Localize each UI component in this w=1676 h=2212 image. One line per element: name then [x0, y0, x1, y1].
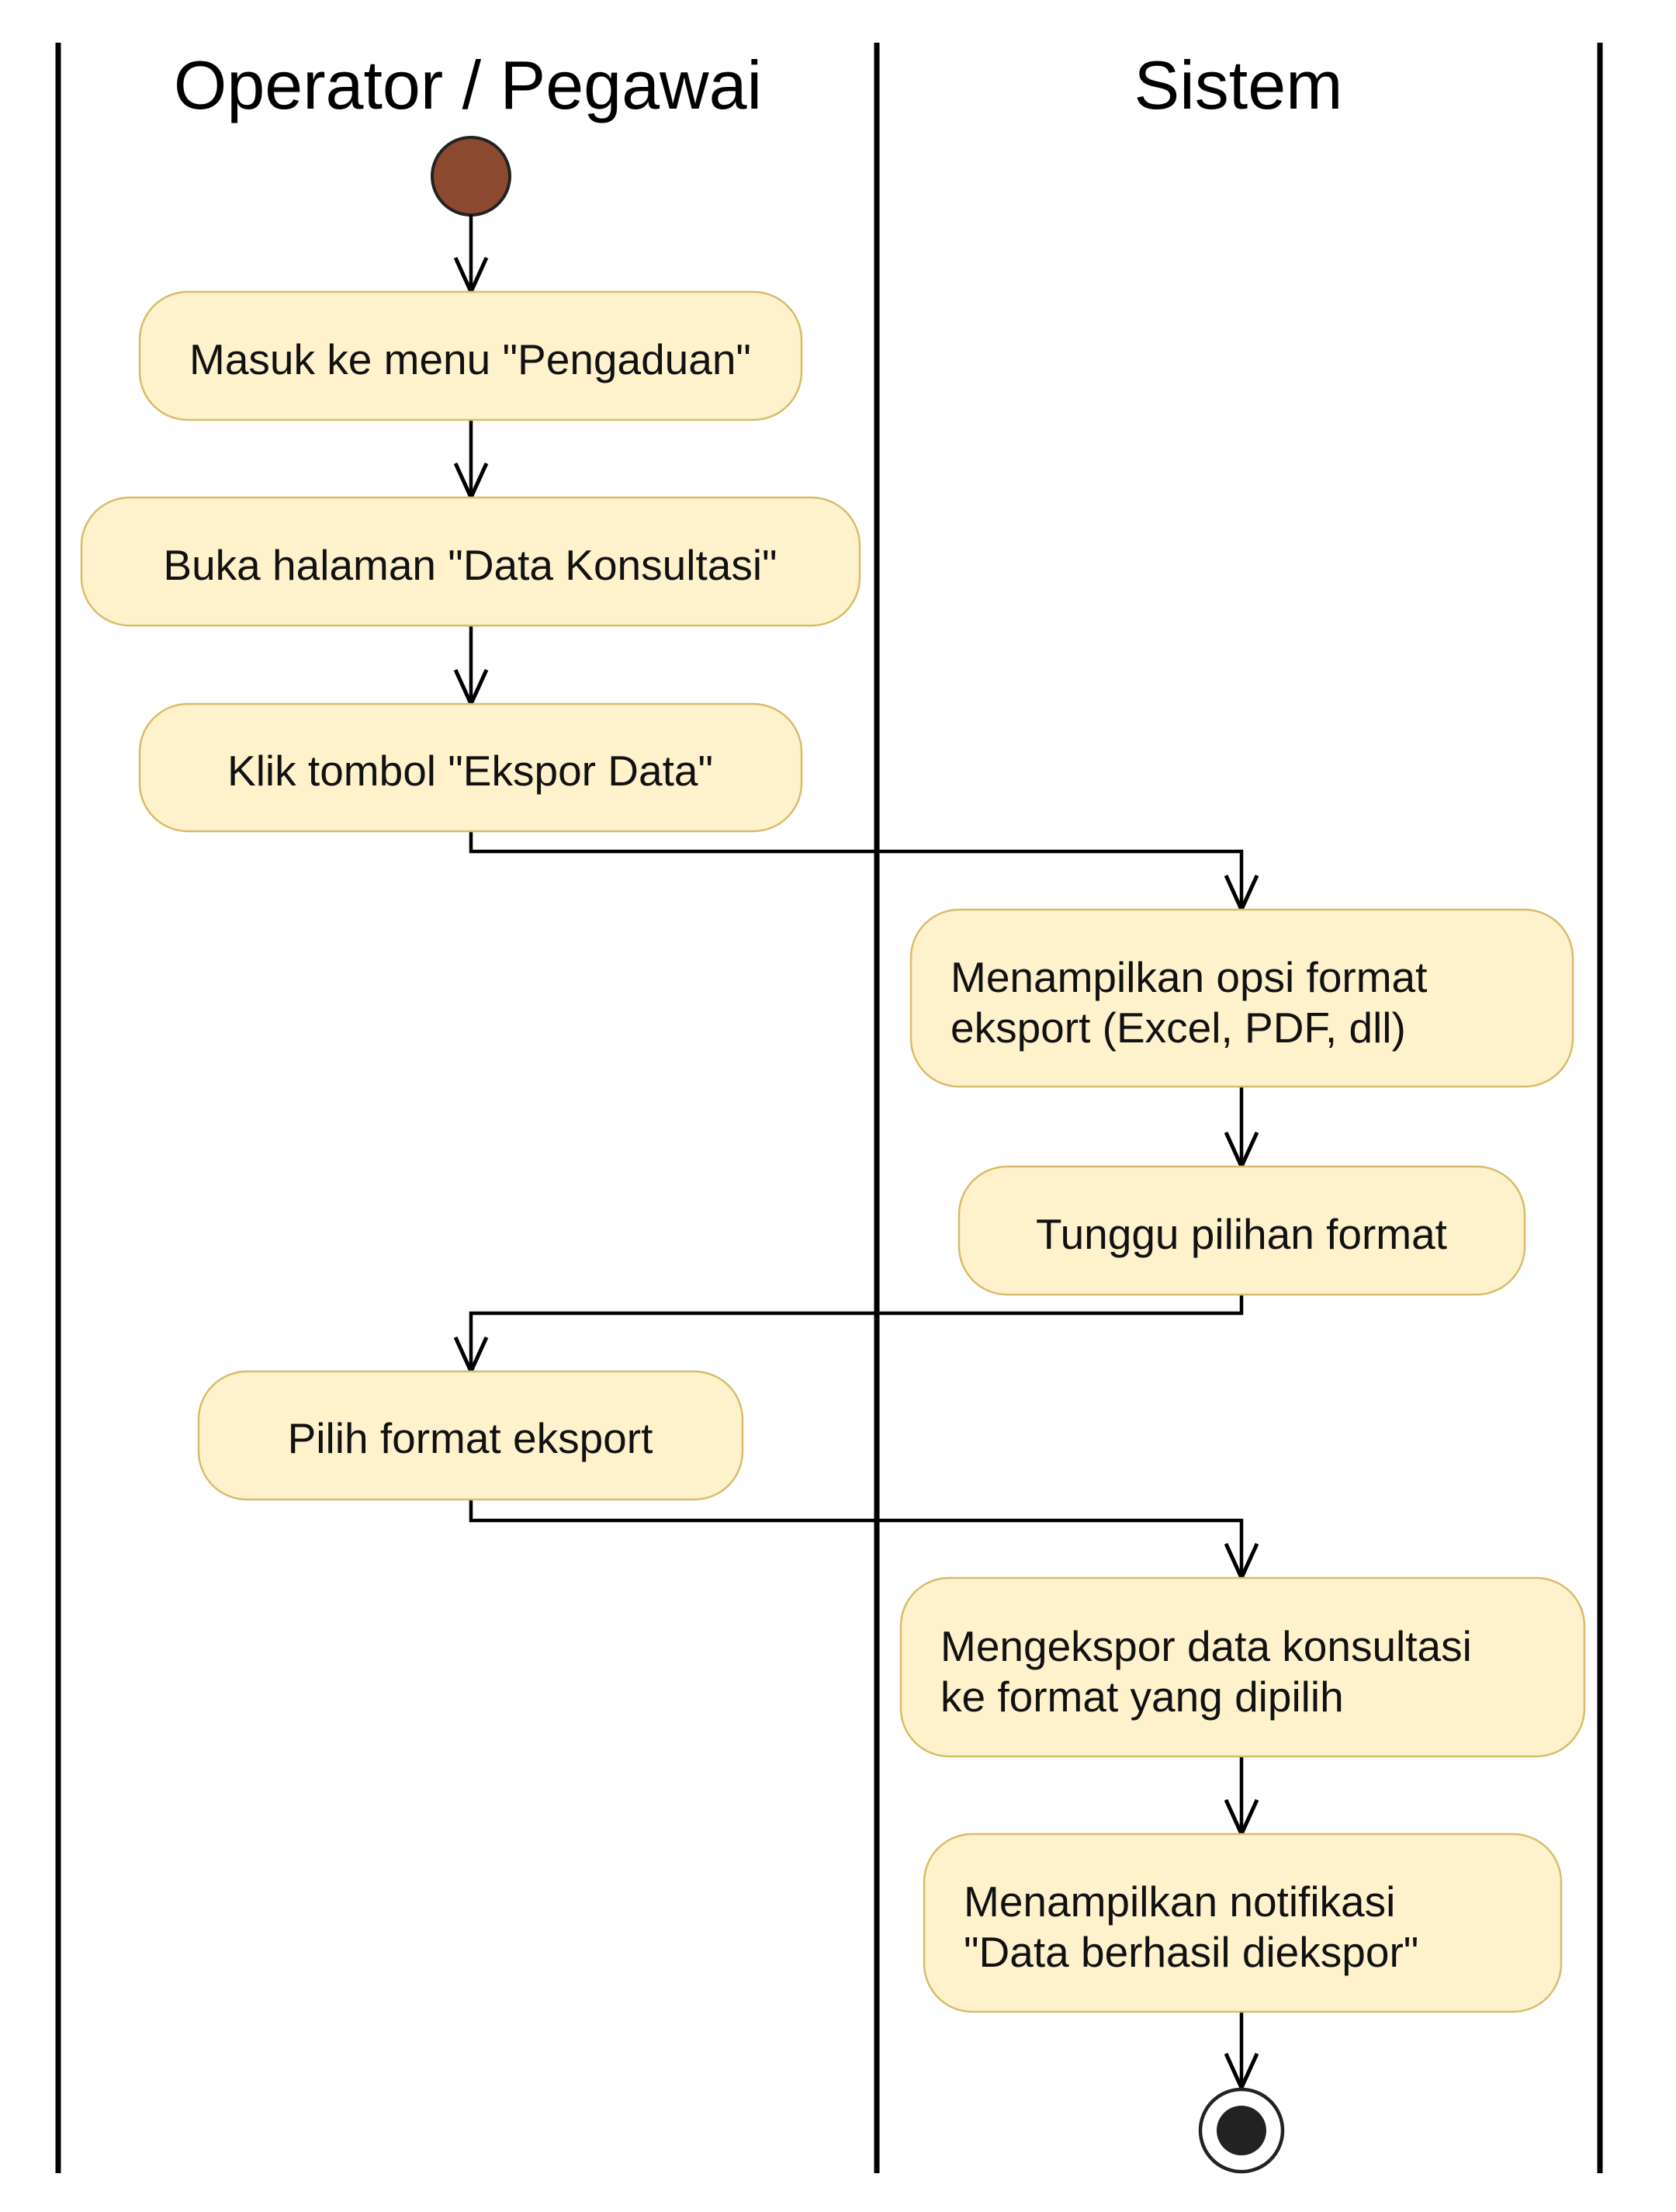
flow-a8-to-end: [1224, 2012, 1259, 2093]
activity-menampilkan-notifikasi: Menampilkan notifikasi "Data berhasil di…: [923, 1832, 1563, 2013]
activity-label: Masuk ke menu "Pengaduan": [189, 335, 751, 383]
activity-label: Tunggu pilihan format: [1036, 1210, 1447, 1258]
flow-a3-to-a4: [469, 831, 1259, 915]
activity-klik-tombol-ekspor-data: Klik tombol "Ekspor Data": [138, 702, 803, 833]
flow-a5-to-a6: [453, 1295, 1244, 1377]
lane-title-system: Sistem: [1134, 47, 1343, 123]
activity-pilih-format-eksport: Pilih format eksport: [197, 1370, 744, 1501]
lane-title-operator: Operator / Pegawai: [174, 47, 762, 123]
flow-a2-to-a3: [453, 626, 489, 709]
flow-a4-to-a5: [1224, 1087, 1259, 1172]
activity-label-line2: "Data berhasil diekspor": [964, 1928, 1418, 1976]
activity-label-line1: Menampilkan opsi format: [951, 953, 1427, 1001]
activity-menampilkan-opsi-format: Menampilkan opsi format eksport (Excel, …: [909, 908, 1574, 1088]
activity-label-line2: eksport (Excel, PDF, dll): [951, 1004, 1406, 1052]
start-node: [431, 136, 511, 217]
activity-mengekspor-data-konsultasi: Mengekspor data konsultasi ke format yan…: [899, 1576, 1586, 1758]
flow-a7-to-a8: [1224, 1756, 1259, 1839]
activity-label: Buka halaman "Data Konsultasi": [163, 541, 777, 589]
activity-label-line2: ke format yang dipilih: [940, 1673, 1344, 1721]
activity-masuk-menu-pengaduan: Masuk ke menu "Pengaduan": [138, 290, 803, 421]
flow-start-to-a1: [453, 215, 489, 297]
activity-label: Pilih format eksport: [288, 1414, 653, 1462]
end-node: [1198, 2087, 1285, 2174]
flow-a1-to-a2: [453, 420, 489, 503]
activity-label: Klik tombol "Ekspor Data": [227, 747, 713, 795]
activity-buka-halaman-data-konsultasi: Buka halaman "Data Konsultasi": [80, 496, 861, 627]
activity-label-line1: Menampilkan notifikasi: [964, 1877, 1395, 1926]
activity-label-line1: Mengekspor data konsultasi: [940, 1622, 1472, 1670]
flow-a6-to-a7: [469, 1500, 1259, 1583]
activity-tunggu-pilihan-format: Tunggu pilihan format: [957, 1165, 1526, 1296]
